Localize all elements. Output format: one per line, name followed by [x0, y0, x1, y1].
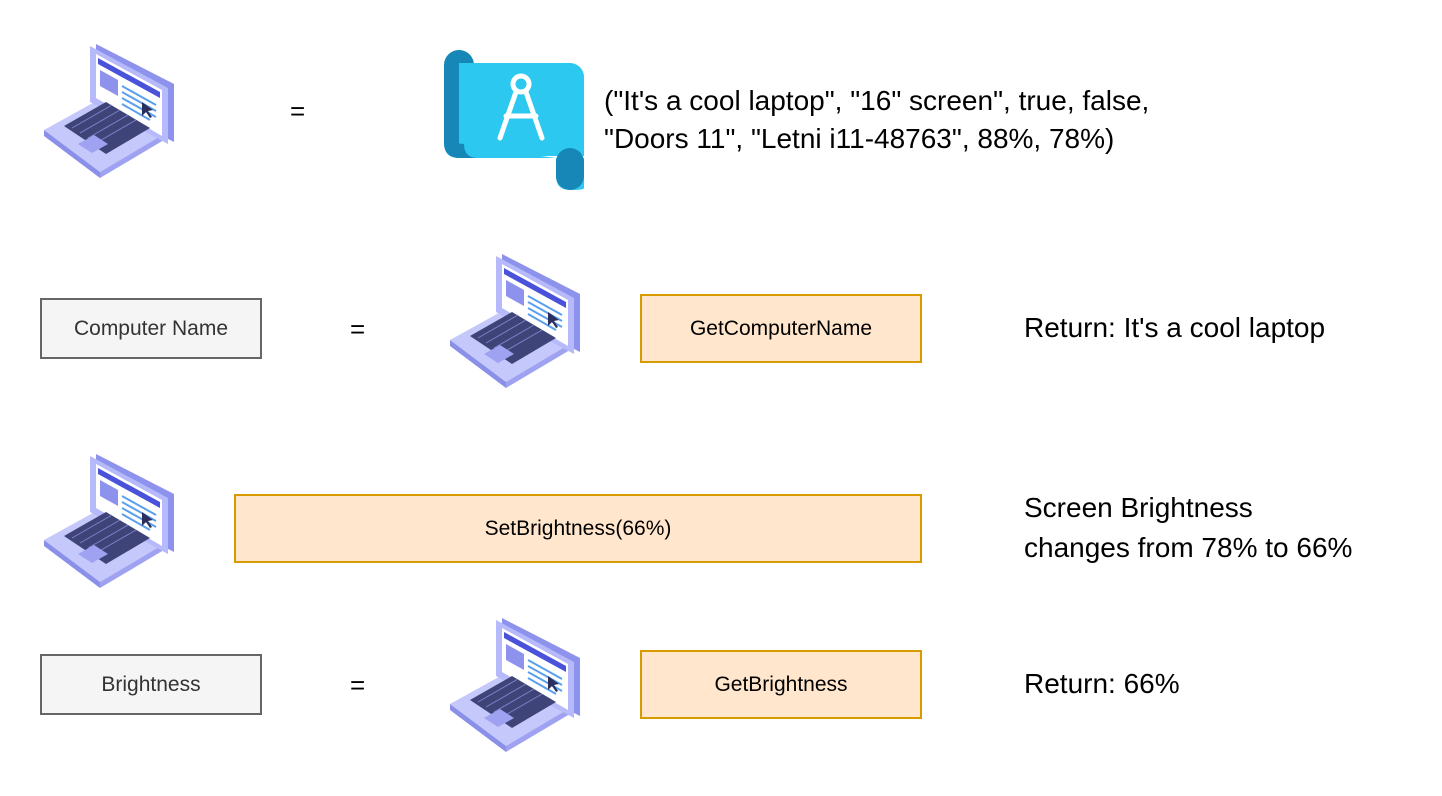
return-text: Return: It's a cool laptop — [1024, 312, 1326, 343]
blueprint-icon — [444, 50, 584, 190]
result-line: changes from 78% to 66% — [1024, 532, 1353, 563]
laptop-data-tuple: ("It's a cool laptop", "16" screen", tru… — [604, 82, 1149, 158]
equals-sign: = — [350, 670, 366, 700]
laptop-icon — [448, 614, 582, 754]
result-line: Screen Brightness — [1024, 492, 1253, 523]
variable-box-computer-name: Computer Name — [40, 298, 262, 359]
laptop-icon — [42, 450, 176, 590]
method-box-get-computer-name: GetComputerName — [640, 294, 922, 363]
laptop-icon — [42, 40, 176, 180]
equals-sign: = — [350, 314, 366, 344]
tuple-line: ("It's a cool laptop", "16" screen", tru… — [604, 85, 1150, 116]
variable-box-brightness: Brightness — [40, 654, 262, 715]
return-text: Return: 66% — [1024, 668, 1180, 699]
brightness-change-text: Screen Brightness changes from 78% to 66… — [1024, 488, 1352, 568]
laptop-icon — [448, 250, 582, 390]
tuple-line: "Doors 11", "Letni i11-48763", 88%, 78%) — [604, 123, 1115, 154]
method-box-set-brightness: SetBrightness(66%) — [234, 494, 922, 563]
method-box-get-brightness: GetBrightness — [640, 650, 922, 719]
equals-sign: = — [290, 96, 306, 126]
